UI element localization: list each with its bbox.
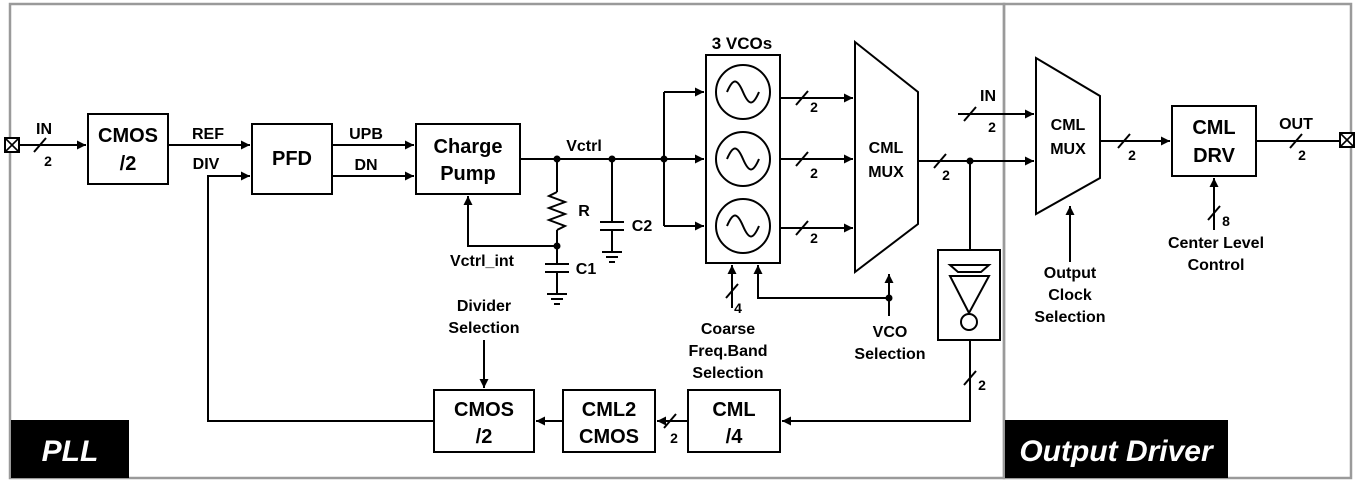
svg-text:CML: CML — [1192, 117, 1235, 139]
center-level-label-2: Control — [1188, 257, 1245, 274]
charge-pump-block: Charge Pump — [415, 123, 521, 195]
svg-text:CML: CML — [712, 399, 755, 421]
wires — [19, 87, 1340, 426]
r-label: R — [578, 203, 590, 220]
input-pad-icon — [4, 137, 20, 153]
svg-text:/2: /2 — [476, 426, 493, 448]
svg-text:Pump: Pump — [440, 163, 496, 185]
divider-selection-label-2: Selection — [448, 320, 519, 337]
mux-out-bus-width: 2 — [942, 167, 950, 183]
vctrl-int-label: Vctrl_int — [450, 253, 515, 270]
coarse-band-label-1: Coarse — [701, 321, 755, 338]
upb-label: UPB — [349, 126, 383, 143]
output-driver-tag-bg — [1005, 420, 1228, 478]
output-clock-selection-label-1: Output — [1044, 265, 1097, 282]
buffer-bus-width: 2 — [978, 377, 986, 393]
svg-text:CML2: CML2 — [582, 399, 636, 421]
pll-tag: PLL — [42, 435, 99, 468]
vco-bank-block: 3 VCOs — [705, 34, 781, 264]
cml-div4-block: CML /4 — [687, 389, 781, 453]
div4-bus-width: 2 — [670, 430, 678, 446]
svg-text:/4: /4 — [726, 426, 744, 448]
output-clock-selection-label-2: Clock — [1048, 287, 1092, 304]
out-bus-width: 2 — [1298, 147, 1306, 163]
out-label: OUT — [1279, 116, 1313, 133]
cml2cmos-block: CML2 CMOS — [562, 389, 656, 453]
vco2-bus-width: 2 — [810, 165, 818, 181]
pll-tag-bg — [11, 420, 129, 478]
cml-mux-output-block: CML MUX — [1035, 56, 1101, 216]
svg-text:CML: CML — [1051, 117, 1086, 134]
center-level-bus-width: 8 — [1222, 213, 1230, 229]
center-level-label-1: Center Level — [1168, 235, 1264, 252]
svg-text:PFD: PFD — [272, 148, 312, 170]
svg-text:CMOS: CMOS — [98, 125, 158, 147]
in-out-label: IN — [980, 88, 996, 105]
cml-drv-block: CML DRV — [1171, 105, 1257, 177]
c2-label: C2 — [632, 218, 653, 235]
divider-selection-label: Divider — [457, 298, 511, 315]
svg-text:CMOS: CMOS — [454, 399, 514, 421]
svg-text:Charge: Charge — [434, 136, 503, 158]
svg-text:/2: /2 — [120, 153, 137, 175]
vco-3-icon — [715, 198, 771, 254]
mux-drv-bus-width: 2 — [1128, 147, 1136, 163]
svg-text:CML: CML — [869, 140, 904, 157]
output-clock-selection-label-3: Selection — [1034, 309, 1105, 326]
vco1-bus-width: 2 — [810, 99, 818, 115]
in-label: IN — [36, 121, 52, 138]
vco-2-icon — [715, 131, 771, 187]
cmos-div2-input-block: CMOS /2 — [87, 113, 169, 185]
pfd-block: PFD — [251, 123, 333, 195]
cmos-div2-feedback-block: CMOS /2 — [433, 389, 535, 453]
div-label: DIV — [193, 156, 220, 173]
svg-text:DRV: DRV — [1193, 145, 1236, 167]
vco-selection-label-2: Selection — [854, 346, 925, 363]
svg-text:CMOS: CMOS — [579, 426, 639, 448]
feedback-buffer-block — [937, 249, 1001, 341]
junction-dots — [553, 155, 974, 302]
vco-selection-label-1: VCO — [873, 324, 908, 341]
svg-text:MUX: MUX — [1050, 141, 1086, 158]
coarse-band-label-3: Selection — [692, 365, 763, 382]
c1-label: C1 — [576, 261, 597, 278]
cml-mux-pll-block: CML MUX — [854, 39, 919, 275]
svg-text:3 VCOs: 3 VCOs — [712, 34, 772, 53]
coarse-bus-width: 4 — [734, 300, 742, 316]
in-bus-width: 2 — [44, 153, 52, 169]
svg-text:MUX: MUX — [868, 164, 904, 181]
dn-label: DN — [354, 157, 377, 174]
output-pad-icon — [1339, 132, 1355, 148]
vctrl-label: Vctrl — [566, 138, 602, 155]
ref-label: REF — [192, 126, 224, 143]
output-driver-tag: Output Driver — [1019, 435, 1215, 468]
vco3-bus-width: 2 — [810, 230, 818, 246]
coarse-band-label-2: Freq.Band — [688, 343, 767, 360]
vco-1-icon — [715, 64, 771, 120]
bus-slashes — [33, 90, 1303, 429]
in-out-bus-width: 2 — [988, 119, 996, 135]
